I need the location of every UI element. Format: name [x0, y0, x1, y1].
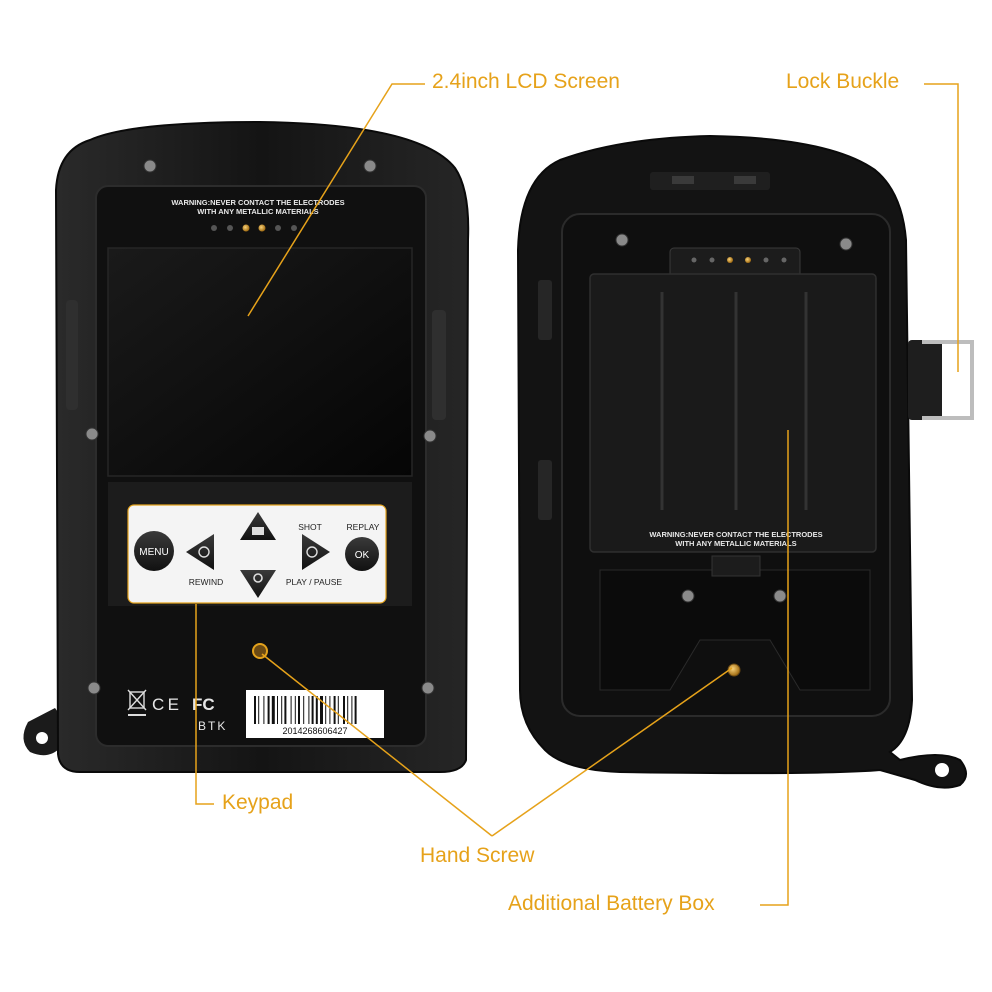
ok-button-label: OK [355, 550, 370, 561]
front-electrode-contacts [211, 224, 297, 232]
hand-screw-leader-rear [491, 667, 733, 837]
lock-buckle-callout: Lock Buckle [786, 70, 900, 93]
front-warning-line1: WARNING:NEVER CONTACT THE ELECTRODES [171, 198, 344, 207]
rear-warning-line1: WARNING:NEVER CONTACT THE ELECTRODES [649, 530, 822, 539]
rewind-button[interactable] [186, 534, 214, 570]
lock-buckle[interactable] [908, 340, 974, 420]
keypad-leader [195, 604, 214, 805]
barcode-bar [333, 696, 336, 724]
barcode-bar [267, 696, 270, 724]
barcode-bar [315, 696, 318, 724]
brand-mark: BTK [198, 719, 227, 733]
barcode-bar [347, 696, 349, 724]
play-pause-label: PLAY / PAUSE [286, 577, 343, 587]
replay-label: REPLAY [347, 522, 380, 532]
zoom-out-icon [198, 546, 210, 558]
rear-camera-unit: WARNING:NEVER CONTACT THE ELECTRODES WIT… [516, 134, 974, 789]
lcd-leader [247, 83, 425, 317]
barcode-bar [343, 696, 345, 724]
down-button[interactable] [240, 570, 276, 598]
lock-buckle-leader [924, 83, 959, 372]
hand-screw-leader-front [261, 653, 493, 837]
barcode-bar [320, 696, 323, 724]
battery-box-leader [760, 430, 789, 906]
hand-screw-callout: Hand Screw [420, 844, 535, 867]
additional-battery-box [589, 273, 877, 553]
weee-icon [127, 689, 147, 716]
barcode-bar [258, 696, 260, 724]
barcode-bar [271, 696, 275, 724]
barcode-bar [351, 696, 353, 724]
keypad-callout: Keypad [222, 791, 294, 814]
barcode-bar [308, 696, 310, 724]
barcode-bar [290, 696, 292, 724]
menu-button-label: MENU [139, 547, 168, 558]
barcode-bar [277, 696, 278, 724]
front-camera-unit: WARNING:NEVER CONTACT THE ELECTRODES WIT… [23, 120, 470, 773]
shot-label: SHOT [298, 522, 322, 532]
rewind-label: REWIND [189, 577, 223, 587]
barcode-bar [281, 696, 283, 724]
rear-electrode-contacts [691, 257, 787, 263]
rear-warning-line2: WITH ANY METALLIC MATERIALS [675, 539, 796, 548]
barcode-bar [354, 696, 357, 724]
lcd-screen [107, 247, 413, 477]
up-button[interactable] [240, 512, 276, 540]
menu-button[interactable]: MENU [134, 531, 174, 571]
keypad-panel [127, 504, 387, 604]
ok-button[interactable]: OK [345, 537, 379, 571]
play-pause-button[interactable] [302, 534, 330, 570]
camera-mode-icon [252, 527, 264, 535]
fc-mark: FC [192, 695, 215, 714]
barcode-bar [325, 696, 327, 724]
ce-mark: C E [152, 695, 179, 714]
barcode-bar [337, 696, 339, 724]
lcd-screen-callout: 2.4inch LCD Screen [432, 70, 620, 93]
barcode-bar [284, 696, 287, 724]
barcode-bar [303, 696, 305, 724]
barcode-bar [311, 696, 314, 724]
zoom-in-icon [306, 546, 318, 558]
barcode-bar [254, 696, 256, 724]
front-warning-line2: WITH ANY METALLIC MATERIALS [197, 207, 318, 216]
serial-number: 2014268606427 [282, 726, 347, 736]
battery-box-callout: Additional Battery Box [508, 892, 715, 915]
barcode-bar [298, 696, 300, 724]
barcode-bar [294, 696, 296, 724]
callout-leaders [195, 83, 959, 906]
barcode-bar [329, 696, 331, 724]
record-icon [253, 573, 263, 583]
barcode [254, 696, 357, 724]
barcode-bar [263, 696, 265, 724]
